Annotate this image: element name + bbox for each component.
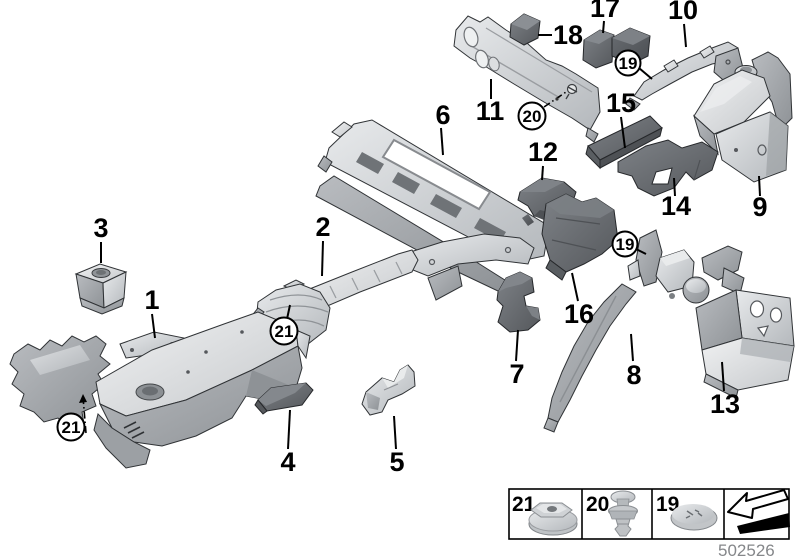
- part-1-shape: [9, 311, 311, 469]
- callout-18[interactable]: 18: [553, 20, 583, 50]
- part-5-shape: [361, 364, 416, 416]
- fastener-legend: 21 20 19: [508, 488, 790, 540]
- document-number: 502526: [718, 541, 775, 560]
- callout-8[interactable]: 8: [626, 360, 641, 390]
- callout-16[interactable]: 16: [564, 299, 594, 329]
- callout-3[interactable]: 3: [93, 213, 108, 243]
- part-9-shape: [693, 51, 793, 183]
- part-11-shape: [453, 15, 601, 143]
- callout-7[interactable]: 7: [509, 359, 524, 389]
- circled-callout-20[interactable]: 20: [517, 101, 547, 131]
- legend-cell-19[interactable]: 19: [656, 493, 718, 531]
- part-16-shape: [541, 193, 619, 281]
- part-15-shape: [585, 115, 663, 170]
- circled-callout-19-mid[interactable]: 19: [611, 230, 639, 258]
- expanding-rivet-icon: [608, 490, 638, 537]
- callout-14[interactable]: 14: [661, 191, 691, 221]
- callouts: 1 2 3 4 5 6 7 8 9 10 11 12 13 14 15 16 1…: [93, 0, 767, 477]
- part-18-shape: [509, 13, 541, 46]
- callout-1[interactable]: 1: [144, 285, 159, 315]
- callout-6[interactable]: 6: [435, 100, 450, 130]
- part-13-shape: [695, 289, 795, 399]
- plastic-dome-nut-icon: [670, 504, 718, 531]
- callout-17[interactable]: 17: [590, 0, 620, 23]
- legend-cell-20[interactable]: 20: [586, 490, 638, 537]
- svg-text:20: 20: [523, 107, 542, 126]
- part-7-shape: [496, 271, 541, 333]
- circled-callouts: 21 21 20 19 19: [56, 49, 642, 442]
- screw-detail: [543, 83, 578, 108]
- svg-text:19: 19: [616, 235, 635, 254]
- part-4-shape: [254, 382, 314, 415]
- callout-5[interactable]: 5: [389, 447, 404, 477]
- circled-callout-21-center[interactable]: 21: [269, 316, 299, 346]
- part-10-shape: [625, 41, 745, 111]
- callout-9[interactable]: 9: [752, 192, 767, 222]
- legend-cell-21[interactable]: 21: [512, 493, 578, 536]
- callout-13[interactable]: 13: [710, 389, 740, 419]
- callout-15[interactable]: 15: [606, 88, 636, 118]
- leader-lines: [79, 20, 761, 450]
- callout-2[interactable]: 2: [315, 212, 330, 242]
- circled-callout-21-left[interactable]: 21: [56, 412, 86, 442]
- legend-cell-direction[interactable]: [727, 489, 790, 534]
- part-14-shape: [617, 139, 719, 197]
- callout-4[interactable]: 4: [280, 447, 295, 477]
- callout-12[interactable]: 12: [528, 137, 558, 167]
- circled-callout-19-top[interactable]: 19: [614, 49, 642, 77]
- callout-11[interactable]: 11: [476, 96, 505, 126]
- flanged-hex-nut-icon: [528, 502, 578, 536]
- part-3-shape: [74, 263, 128, 315]
- part-12-shape: [517, 177, 577, 226]
- svg-text:20: 20: [586, 493, 609, 516]
- installation-direction-arrow-icon: [727, 489, 790, 534]
- svg-text:19: 19: [656, 493, 679, 516]
- callout-10[interactable]: 10: [668, 0, 698, 25]
- svg-text:21: 21: [275, 322, 294, 341]
- svg-text:19: 19: [619, 54, 638, 73]
- svg-text:21: 21: [62, 418, 81, 437]
- svg-text:21: 21: [512, 493, 536, 516]
